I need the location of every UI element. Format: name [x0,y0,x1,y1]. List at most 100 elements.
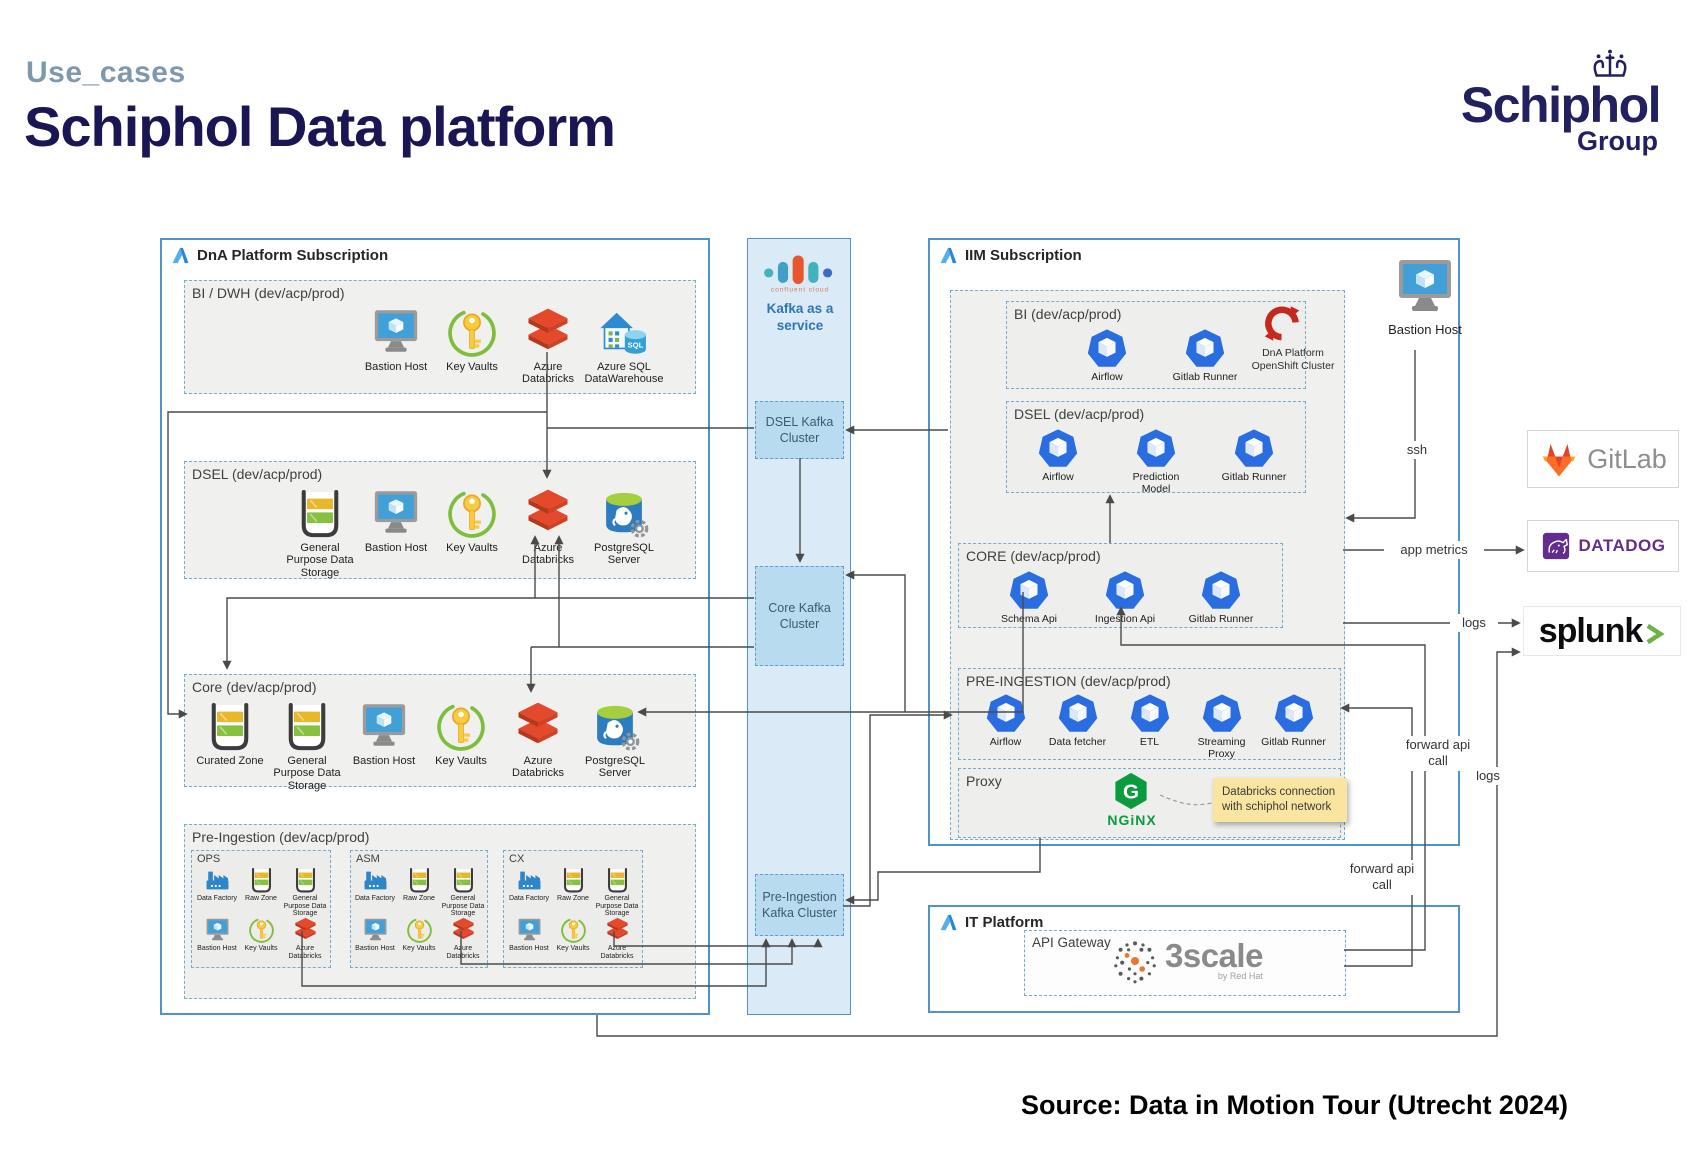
keyvault-item: Key Vaults [424,701,498,767]
storage-item: General Purpose Data Storage [283,488,357,579]
databricks-item: Azure Databricks [511,488,585,567]
databricks-item: Azure Databricks [283,917,327,960]
section-label: Pre-Ingestion (dev/acp/prod) [192,829,370,845]
databricks-item: Azure Databricks [511,307,585,386]
item-label: Key Vaults [244,945,278,952]
storage-item: General Purpose Data Storage [595,867,639,918]
bastion-icon [204,917,231,944]
gitlab-logo-box: GitLab [1527,430,1679,488]
openshift-icon [1259,299,1305,345]
item-label: PostgreSQL Server [594,542,654,567]
item-label: Prediction Model [1132,471,1180,495]
app-icon [1057,693,1099,735]
page-title: Schiphol Data platform [24,95,616,158]
item-label: PostgreSQL Server [585,755,645,780]
item-label: Azure SQL DataWarehouse [584,361,664,386]
postgres-icon [589,701,641,753]
item-label: Azure Databricks [446,945,480,960]
nginx-wordmark: NGiNX [1107,812,1157,828]
bastion-icon [370,488,422,540]
pre-ingestion-kafka-cluster: Pre-Ingestion Kafka Cluster [755,874,844,936]
item-label: General Purpose Data Storage [283,895,327,918]
iim-subscription-title: IIM Subscription [965,247,1082,264]
app-item: Data fetcher [1043,693,1113,749]
item-label: Azure Databricks [600,945,634,960]
databricks-item: Azure Databricks [441,917,485,960]
item-label: Airflow [989,736,1022,748]
bastion-item: Bastion Host [195,917,239,960]
azure-icon [940,914,957,931]
threescale-wordmark: 3scale [1165,937,1263,975]
slide-kicker: Use_cases [26,56,186,89]
storage-item: Curated Zone [193,701,267,767]
postgres-item: PostgreSQL Server [578,701,652,780]
item-label: Bastion Host [364,361,428,373]
app-item: Streaming Proxy [1187,693,1257,761]
datadog-wordmark: DATADOG [1578,536,1666,555]
storage-icon [248,867,275,894]
keyvault-icon [446,307,498,359]
section-label: DSEL (dev/acp/prod) [1014,406,1145,422]
item-label: ETL [1139,736,1160,748]
section-label: PRE-INGESTION (dev/acp/prod) [966,673,1171,689]
storage-item: General Purpose Data Storage [441,867,485,918]
datafactory-icon [362,867,389,894]
app-item: Airflow [1072,328,1142,384]
app-icon [1086,328,1128,370]
storage-icon [450,867,477,894]
storage-icon [604,867,631,894]
dna-subscription-header: DnA Platform Subscription [162,240,708,264]
item-label: Raw Zone [245,895,277,902]
group-label: OPS [197,853,221,865]
it-platform-header: IT Platform [930,907,1458,931]
item-label: Bastion Host [364,542,428,554]
group-label: ASM [356,853,380,865]
iim-subscription-header: IIM Subscription [930,240,1458,264]
storage-icon [406,867,433,894]
storage-item: General Purpose Data Storage [283,867,327,918]
section-pre-ingestion: Pre-Ingestion (dev/acp/prod) OPS Data Fa… [184,824,696,999]
app-icon [1201,693,1243,735]
app-item: Airflow [971,693,1041,749]
keyvault-icon [248,917,275,944]
edge-label-logs: logs [1450,614,1498,633]
item-label: Azure Databricks [512,755,564,780]
confluent-cloud-logo [754,249,846,295]
keyvault-icon [446,488,498,540]
item-label: General Purpose Data Storage [286,542,354,579]
keyvault-icon [435,701,487,753]
databricks-item: Azure Databricks [595,917,639,960]
sticky-note: Databricks connection with schiphol netw… [1213,778,1347,822]
item-label: Raw Zone [557,895,589,902]
bastion-icon [516,917,543,944]
edge-label-forward-api-call-1: forward api call [1398,736,1478,771]
app-icon [1129,693,1171,735]
splunk-logo-box: splunk [1523,606,1681,656]
item-label: Azure Databricks [522,542,574,567]
dsel-kafka-cluster: DSEL Kafka Cluster [755,401,844,459]
app-icon [1135,428,1177,470]
datadog-icon [1541,531,1571,561]
brand-name: Schiphol [1460,77,1662,133]
bastion-item: Bastion Host [347,701,421,767]
keyvault-icon [406,917,433,944]
databricks-item: Azure Databricks [501,701,575,780]
core-kafka-cluster: Core Kafka Cluster [755,566,844,666]
app-icon [1273,693,1315,735]
api-gateway-box: API Gateway 3scale by Red Hat [1024,930,1346,996]
app-item: Prediction Model [1121,428,1191,496]
item-label: Gitlab Runner [1261,736,1326,748]
item-label: Data fetcher [1048,736,1107,748]
